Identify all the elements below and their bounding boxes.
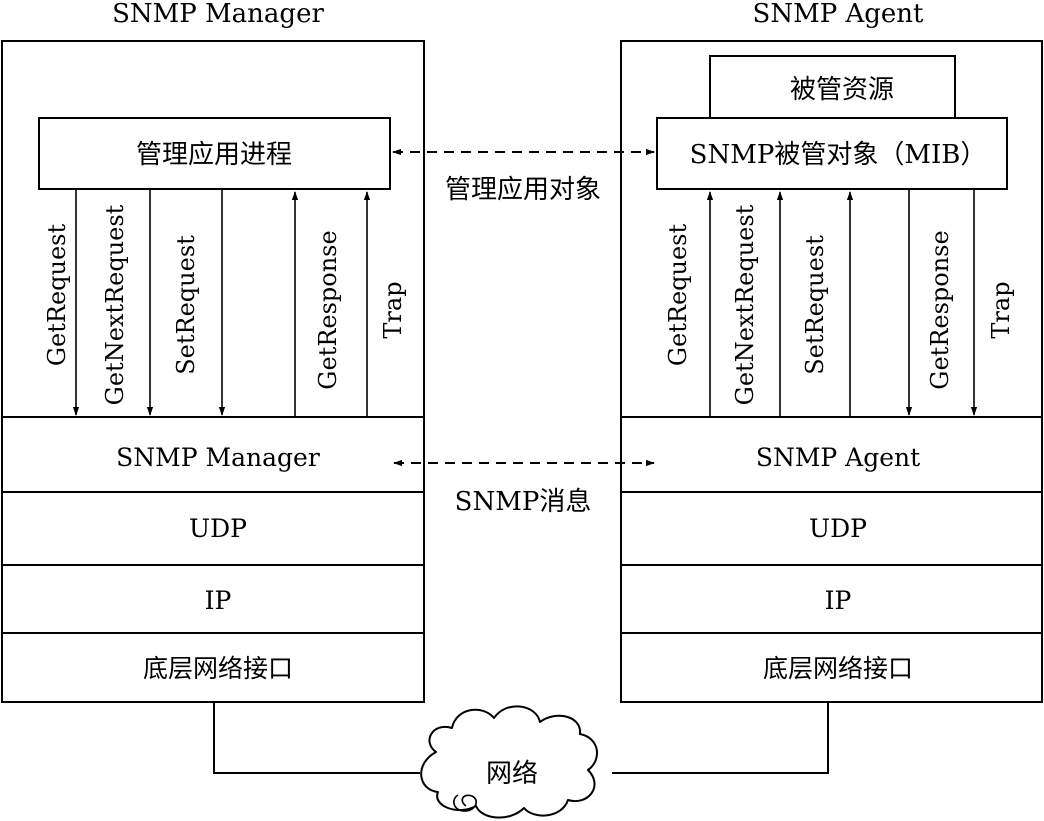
agent-label-getnextrequest: GetNextRequest <box>731 204 759 405</box>
manager-process-label: 管理应用进程 <box>136 140 292 170</box>
manager-label-getnextrequest: GetNextRequest <box>101 204 129 405</box>
agent-layer-ip: IP <box>825 586 852 615</box>
manager-label-trap: Trap <box>379 281 407 338</box>
center-links: 管理应用对象 SNMP消息 <box>392 148 655 517</box>
manager-stack: SNMP Manager 管理应用进程 GetRequest GetNextRe… <box>1 0 425 703</box>
agent-label-getrequest: GetRequest <box>664 224 692 367</box>
snmp-messages-label: SNMP消息 <box>455 487 592 517</box>
agent-title: SNMP Agent <box>753 0 924 29</box>
manager-network-link <box>213 702 420 774</box>
agent-layer-net: 底层网络接口 <box>763 654 913 683</box>
manager-layer-udp: UDP <box>189 514 247 543</box>
manager-title: SNMP Manager <box>112 0 324 29</box>
agent-label-trap: Trap <box>987 281 1015 338</box>
agent-resource-label: 被管资源 <box>790 75 894 105</box>
network-label: 网络 <box>486 759 538 789</box>
network-swirl <box>453 794 478 812</box>
agent-mib-box <box>656 117 1008 190</box>
agent-network-link <box>612 702 829 774</box>
agent-layer-snmp: SNMP Agent <box>756 443 920 472</box>
manager-layer-net: 底层网络接口 <box>143 654 293 683</box>
manager-label-getresponse: GetResponse <box>314 230 342 389</box>
agent-layer-udp: UDP <box>809 514 867 543</box>
agent-stack: SNMP Agent 被管资源 SNMP被管对象（MIB） GetRequest… <box>620 0 1043 703</box>
manager-process-box <box>38 117 391 190</box>
agent-label-getresponse: GetResponse <box>926 230 954 389</box>
manager-label-setrequest: SetRequest <box>172 235 200 375</box>
manager-layer-snmp: SNMP Manager <box>116 443 320 472</box>
network-links <box>213 702 829 774</box>
network-cloud-icon: 网络 <box>420 705 598 819</box>
app-objects-label: 管理应用对象 <box>445 175 601 205</box>
manager-label-getrequest: GetRequest <box>43 224 71 367</box>
agent-label-setrequest: SetRequest <box>801 235 829 375</box>
agent-mib-label: SNMP被管对象（MIB） <box>690 140 987 170</box>
manager-layer-ip: IP <box>205 586 232 615</box>
